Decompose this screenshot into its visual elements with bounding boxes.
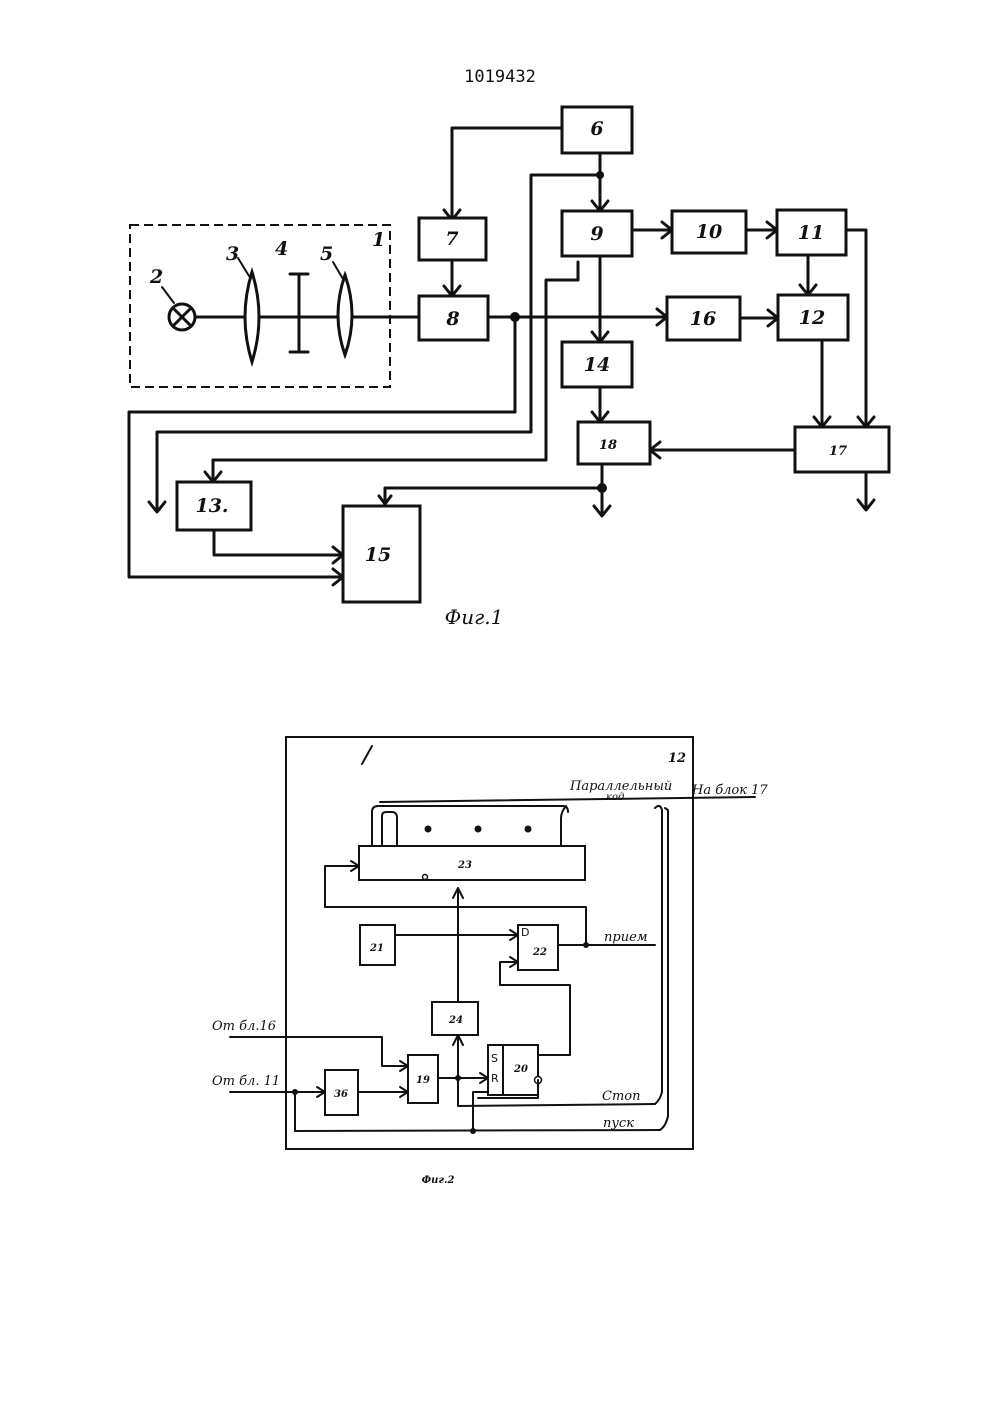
- figure-1-caption: Фиг.1: [445, 605, 504, 629]
- svg-text:15: 15: [365, 544, 391, 566]
- figure-1: 1 2 3 4 5: [129, 107, 889, 629]
- block-18: 18: [578, 422, 650, 464]
- lens-5-leader: [333, 262, 343, 279]
- trigger-22-label: 22: [532, 947, 547, 958]
- block-15: 15: [343, 506, 420, 602]
- svg-text:12: 12: [799, 307, 825, 329]
- svg-text:16: 16: [690, 308, 716, 330]
- from-block-16-label: От бл.16: [212, 1019, 276, 1034]
- scan-mark: [362, 746, 372, 764]
- lens-5-icon: [338, 275, 352, 355]
- lens-3-icon: [245, 272, 259, 362]
- lamp-leader: [162, 287, 174, 303]
- wire-18-to-15: [385, 488, 602, 503]
- svg-text:18: 18: [599, 438, 617, 453]
- svg-text:13.: 13.: [195, 495, 228, 517]
- block-13: 13.: [177, 482, 251, 530]
- block-17: 17: [795, 427, 889, 472]
- lamp-icon: [169, 304, 195, 330]
- block-21-label: 21: [369, 943, 384, 954]
- block-7: 7: [419, 218, 486, 260]
- block-9: 9: [562, 211, 632, 256]
- patent-number: 1019432: [464, 67, 536, 87]
- lens-3-leader: [238, 258, 249, 276]
- wire-9b-to-13: [213, 262, 578, 480]
- block-14: 14: [562, 342, 632, 387]
- block-8: 8: [419, 296, 488, 340]
- figure-2-caption: Фиг.2: [422, 1175, 455, 1186]
- figure-2: 12 Параллельный код На блок 17 23 21 22 …: [212, 737, 768, 1186]
- input-from-block-16: [230, 1037, 408, 1066]
- wire-8-to-15: [129, 317, 515, 577]
- gate-19-label: 19: [416, 1075, 430, 1086]
- svg-text:10: 10: [696, 221, 722, 243]
- block-2-label: 2: [149, 266, 163, 288]
- block-10: 10: [672, 211, 746, 253]
- trigger-20-label: 20: [513, 1064, 528, 1075]
- stop-line-curve: [655, 806, 662, 1104]
- svg-text:9: 9: [590, 223, 603, 245]
- svg-text:8: 8: [445, 308, 459, 330]
- svg-text:7: 7: [445, 228, 458, 250]
- svg-text:14: 14: [584, 354, 610, 376]
- parallel-code-label-2: код: [606, 792, 624, 803]
- frame-label-12: 12: [668, 751, 686, 766]
- slit-4-icon: [290, 274, 308, 352]
- wire-20-to-22: [500, 962, 570, 1055]
- svg-text:6: 6: [590, 118, 603, 140]
- from-block-11-label: От бл. 11: [212, 1074, 280, 1089]
- block-1-label: 1: [372, 229, 385, 251]
- trigger-20-pin-s: S: [491, 1052, 498, 1065]
- block-36-label: 36: [334, 1089, 348, 1100]
- wire-6-to-7: [452, 128, 562, 218]
- block-24-label: 24: [448, 1015, 463, 1026]
- block-16: 16: [667, 297, 740, 340]
- start-label: пуск: [603, 1116, 634, 1131]
- parallel-bus-outline-2: [382, 812, 397, 846]
- wire-13-to-15: [214, 530, 341, 555]
- block-11: 11: [777, 210, 846, 255]
- block-6: 6: [562, 107, 632, 153]
- parallel-bus-outline-3: [561, 806, 566, 846]
- block-3-label: 3: [226, 243, 239, 265]
- block-12: 12: [778, 295, 848, 340]
- to-block-17-label: На блок 17: [691, 783, 768, 798]
- svg-text:17: 17: [829, 444, 847, 459]
- svg-text:11: 11: [798, 222, 824, 244]
- receive-label: прием: [604, 930, 648, 945]
- register-23: [359, 846, 585, 880]
- register-23-label: 23: [457, 860, 472, 871]
- parallel-bus-outline-1: [372, 806, 568, 846]
- block-5-label: 5: [320, 243, 333, 265]
- block-4-label: 4: [275, 238, 288, 260]
- trigger-20-pin-r: R: [491, 1072, 499, 1085]
- trigger-22-pin-d: D: [521, 926, 529, 939]
- stop-label: Стоп: [602, 1089, 640, 1104]
